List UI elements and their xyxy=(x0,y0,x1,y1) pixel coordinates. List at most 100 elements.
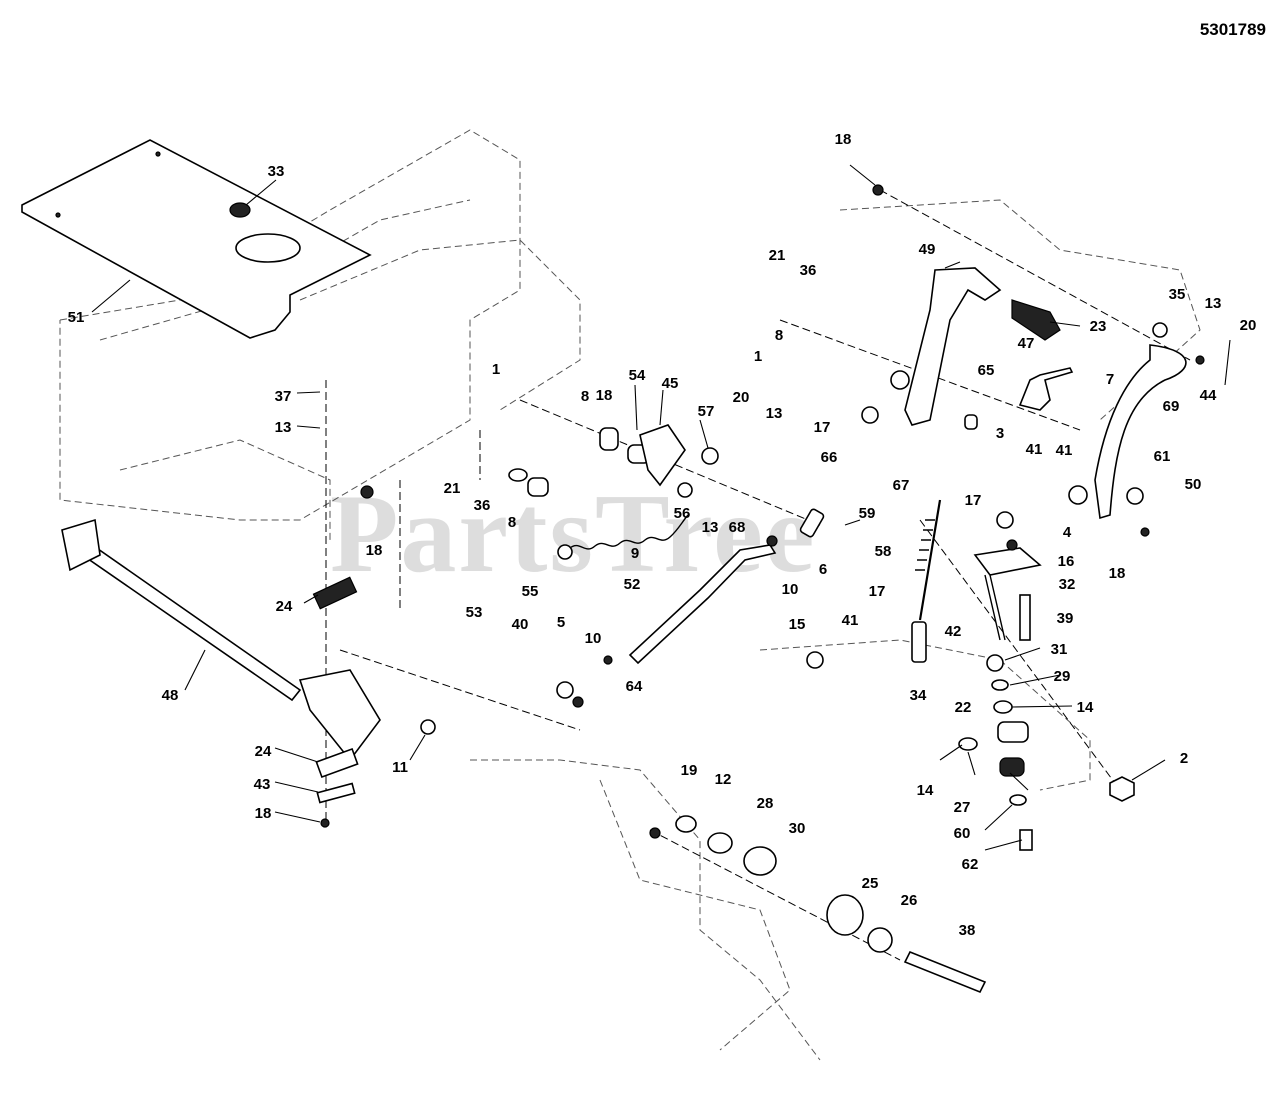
callout-label: 13 xyxy=(766,405,783,422)
callout-label: 31 xyxy=(1051,641,1068,658)
watermark: PartsTree xyxy=(330,472,817,596)
callout-label: 24 xyxy=(276,598,293,615)
callout-label: 57 xyxy=(698,403,715,420)
callout-label: 17 xyxy=(965,492,982,509)
callout-label: 16 xyxy=(1058,553,1075,570)
callout-label: 18 xyxy=(366,542,383,559)
knob-part-33 xyxy=(229,202,251,218)
lever-part-47 xyxy=(1018,367,1074,411)
callout-label: 49 xyxy=(919,241,936,258)
callout-label: 1 xyxy=(492,361,500,378)
callout-label: 4 xyxy=(1063,524,1072,541)
callout-label: 14 xyxy=(1077,699,1094,716)
callout-leaders xyxy=(91,164,1231,851)
callout-label: 35 xyxy=(1169,286,1186,303)
pulley-group xyxy=(649,815,987,994)
callout-label: 20 xyxy=(1240,317,1257,334)
callout-label: 59 xyxy=(859,505,876,522)
callout-label: 36 xyxy=(800,262,817,279)
callout-label: 37 xyxy=(275,388,292,405)
callout-label: 66 xyxy=(821,449,838,466)
callout-label: 51 xyxy=(68,309,85,326)
callout-label: 18 xyxy=(255,805,272,822)
callout-label: 41 xyxy=(842,612,859,629)
callout-label: 2 xyxy=(1180,750,1188,767)
callout-label: 36 xyxy=(474,497,491,514)
callout-label: 58 xyxy=(875,543,892,560)
callout-label: 33 xyxy=(268,163,285,180)
callout-label: 39 xyxy=(1057,610,1074,627)
callout-label: 13 xyxy=(702,519,719,536)
callout-label: 69 xyxy=(1163,398,1180,415)
callout-label: 41 xyxy=(1026,441,1043,458)
arm-part-44 xyxy=(1094,344,1187,520)
callout-label: 21 xyxy=(444,480,461,497)
callout-label: 54 xyxy=(629,367,646,384)
callout-label: 64 xyxy=(626,678,643,695)
callout-label: 50 xyxy=(1185,476,1202,493)
lever-part-49 xyxy=(904,267,1002,430)
callout-label: 30 xyxy=(789,820,806,837)
callout-label: 56 xyxy=(674,505,691,522)
callout-label: 41 xyxy=(1056,442,1073,459)
callout-label: 7 xyxy=(1106,371,1114,388)
callout-label: 15 xyxy=(789,616,806,633)
callout-label: 42 xyxy=(945,623,962,640)
callout-label: 67 xyxy=(893,477,910,494)
callout-label: 60 xyxy=(954,825,971,842)
callout-label: 38 xyxy=(959,922,976,939)
callout-label: 23 xyxy=(1090,318,1107,335)
callout-label: 61 xyxy=(1154,448,1171,465)
rod-part-52 xyxy=(628,544,777,665)
callout-label: 11 xyxy=(392,759,408,776)
right-small-parts xyxy=(799,184,1205,851)
callout-label: 40 xyxy=(512,616,529,633)
plate-part-51 xyxy=(21,139,372,339)
callout-label: 65 xyxy=(978,362,995,379)
spring-part-9 xyxy=(557,482,693,560)
callout-label: 55 xyxy=(522,583,539,600)
callout-label: 27 xyxy=(954,799,971,816)
bolt-part-32 xyxy=(973,547,1042,641)
callout-label: 6 xyxy=(819,561,827,578)
callout-label: 8 xyxy=(581,388,589,405)
bushing-parts xyxy=(320,427,778,828)
callout-label: 26 xyxy=(901,892,918,909)
rod-part-58 xyxy=(915,499,942,621)
callout-label: 10 xyxy=(782,581,799,598)
callout-label: 3 xyxy=(996,425,1004,442)
callout-label: 43 xyxy=(254,776,271,793)
clamp-part-24 xyxy=(312,576,359,804)
callout-label: 24 xyxy=(255,743,272,760)
shaft-part-48 xyxy=(61,518,381,762)
callout-label: 13 xyxy=(1205,295,1222,312)
callout-label: 17 xyxy=(869,583,886,600)
callout-label: 45 xyxy=(662,375,679,392)
callout-label: 47 xyxy=(1018,335,1035,352)
callout-label: 28 xyxy=(757,795,774,812)
callout-label: 52 xyxy=(624,576,641,593)
callout-label: 34 xyxy=(910,687,927,704)
callout-label: 18 xyxy=(596,387,613,404)
callout-label: 17 xyxy=(814,419,831,436)
bracket-part-45 xyxy=(639,424,686,487)
callout-label: 25 xyxy=(862,875,879,892)
callout-label: 18 xyxy=(1109,565,1126,582)
callout-label: 44 xyxy=(1200,387,1217,404)
callout-label: 8 xyxy=(508,514,516,531)
callout-label: 29 xyxy=(1054,668,1071,685)
callout-label: 10 xyxy=(585,630,602,647)
pin-part-39 xyxy=(1019,594,1031,641)
callout-label: 62 xyxy=(962,856,979,873)
callout-label: 14 xyxy=(917,782,934,799)
callout-label: 22 xyxy=(955,699,972,716)
callout-label: 9 xyxy=(631,545,639,562)
callout-label: 19 xyxy=(681,762,698,779)
callout-label: 32 xyxy=(1059,576,1076,593)
callout-label: 1 xyxy=(754,348,762,365)
clevis-part-34 xyxy=(911,621,927,663)
callout-label: 53 xyxy=(466,604,483,621)
callout-label: 8 xyxy=(775,327,783,344)
document-id: 5301789 xyxy=(1199,20,1266,39)
